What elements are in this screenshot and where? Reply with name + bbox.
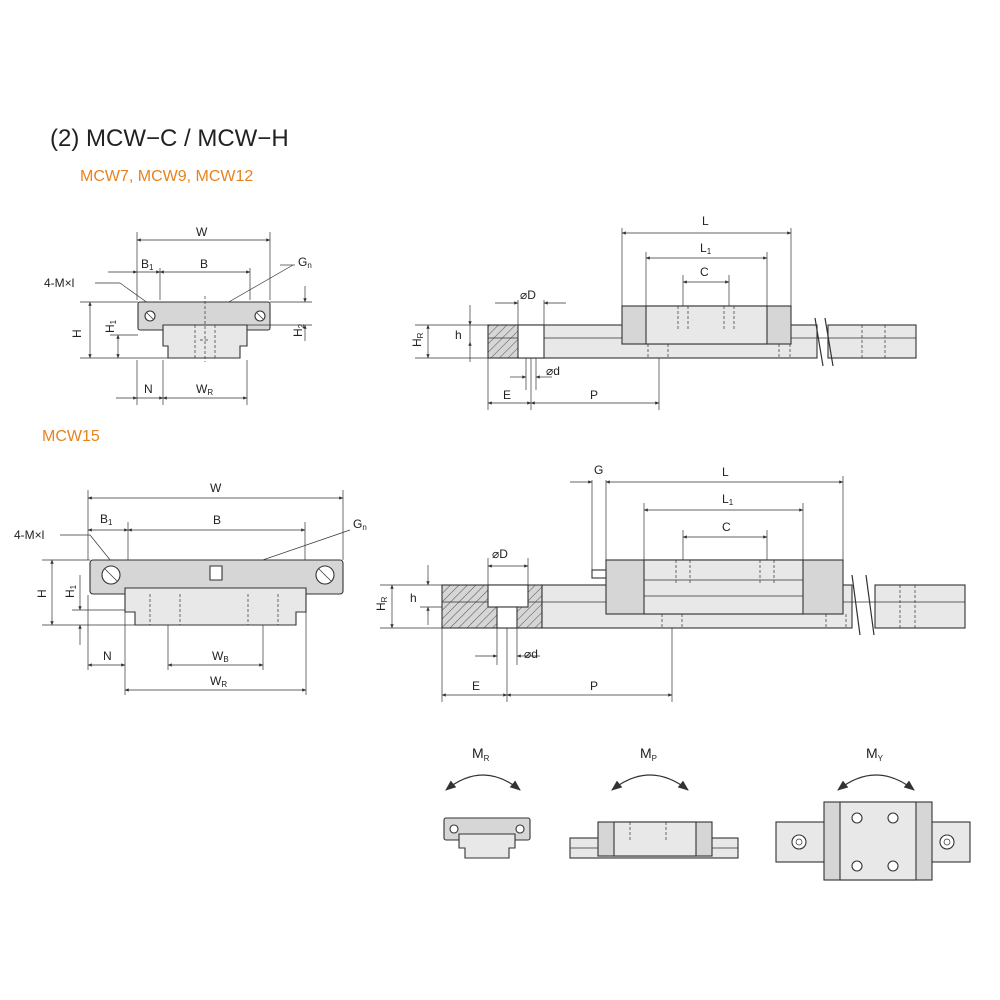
dim-P-small: P — [590, 388, 598, 402]
dim-h-large: h — [410, 591, 417, 605]
label-MY: MY — [866, 745, 884, 763]
label-MR: MR — [472, 745, 490, 763]
moment-MP: MP — [569, 745, 739, 859]
moment-MY: MY — [775, 745, 971, 881]
dim-HR-small: HR — [410, 332, 425, 347]
subtitle-large-series: MCW15 — [42, 428, 100, 445]
end-view-small: W B1 B Gn 4-M×l H H1 — [44, 225, 312, 405]
dim-d-small: ⌀d — [546, 364, 560, 378]
side-view-large: G L L1 C ⌀D ⌀d HR h — [374, 463, 966, 702]
dim-B1-small: B1 — [141, 257, 154, 272]
dim-H1-small: H1 — [103, 319, 118, 333]
subtitle-small-series: MCW7, MCW9, MCW12 — [80, 168, 254, 185]
dim-W-small: W — [196, 225, 208, 239]
dim-HR-large: HR — [374, 596, 389, 611]
dim-W-large: W — [210, 481, 222, 495]
end-view-large: W B1 B Gn 4-M×l H H1 — [14, 481, 367, 695]
moment-MR: MR — [443, 745, 531, 859]
page-title: (2) MCW−C / MCW−H — [50, 125, 289, 152]
dim-L1-small: L1 — [700, 241, 712, 256]
dim-C-small: C — [700, 265, 709, 279]
dim-H1-large: H1 — [63, 584, 78, 598]
dim-N-large: N — [103, 649, 112, 663]
dim-E-large: E — [472, 679, 480, 693]
dim-B-small: B — [200, 257, 208, 271]
dim-H2-small: H2 — [291, 323, 306, 337]
label-Gn-large: Gn — [353, 517, 367, 532]
dim-WR-large: WR — [210, 674, 227, 689]
dim-WB-large: WB — [212, 649, 229, 664]
dim-L-small: L — [702, 214, 709, 228]
dim-D-small: ⌀D — [520, 288, 536, 302]
dim-G-large: G — [594, 463, 603, 477]
label-bolt-small: 4-M×l — [44, 276, 74, 290]
dim-E-small: E — [503, 388, 511, 402]
dim-N-small: N — [144, 382, 153, 396]
side-view-small: L L1 C ⌀D ⌀d HR h E P — [410, 214, 917, 410]
label-Gn-small: Gn — [298, 255, 312, 270]
dim-D-large: ⌀D — [492, 547, 508, 561]
dim-C-large: C — [722, 520, 731, 534]
dim-H-large: H — [35, 589, 49, 598]
dim-L1-large: L1 — [722, 492, 734, 507]
dim-B1-large: B1 — [100, 512, 113, 527]
dim-H-small: H — [70, 329, 84, 338]
dim-WR-small: WR — [196, 382, 213, 397]
dim-d-large: ⌀d — [524, 647, 538, 661]
label-MP: MP — [640, 745, 657, 763]
dim-h-small: h — [455, 328, 462, 342]
label-bolt-large: 4-M×l — [14, 528, 44, 542]
dim-L-large: L — [722, 465, 729, 479]
dim-P-large: P — [590, 679, 598, 693]
dim-B-large: B — [213, 513, 221, 527]
